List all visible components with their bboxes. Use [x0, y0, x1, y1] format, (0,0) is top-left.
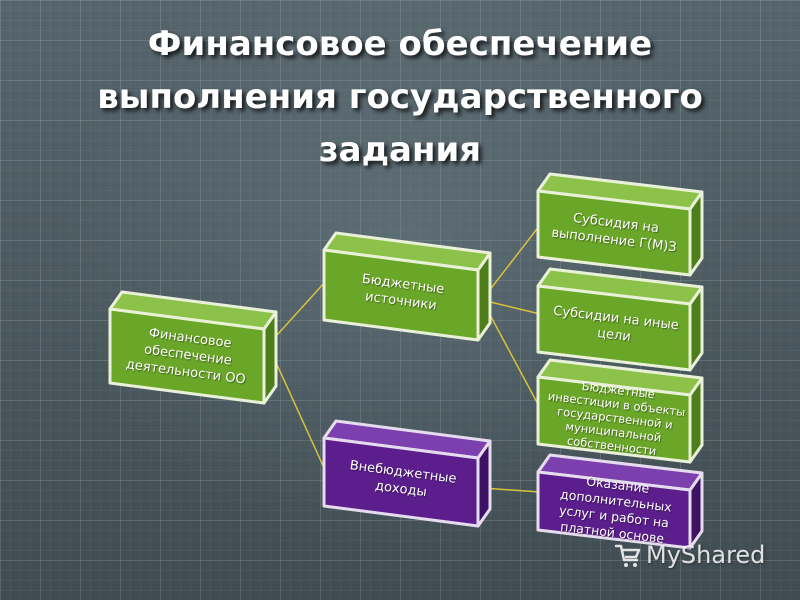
myshared-logo-icon: [614, 544, 641, 567]
connector-budget-investments: [481, 299, 541, 409]
box-investments: [536, 358, 704, 464]
box-subsidy-task: [536, 172, 704, 277]
connector-budget-subsidy-other: [481, 299, 541, 315]
box-extrabudget: [322, 419, 492, 528]
watermark-text: MyShared: [646, 541, 766, 569]
box-subsidy-other: [536, 267, 704, 372]
box-root: [108, 290, 278, 405]
page-title: Финансовое обеспечение выполнения госуда…: [97, 24, 703, 170]
watermark: MyShared: [612, 540, 765, 570]
connector-extrabudget-services: [481, 487, 541, 493]
box-paid-services: [536, 453, 704, 550]
connector-budget-subsidy-task: [481, 224, 541, 301]
box-budget: [322, 231, 492, 342]
